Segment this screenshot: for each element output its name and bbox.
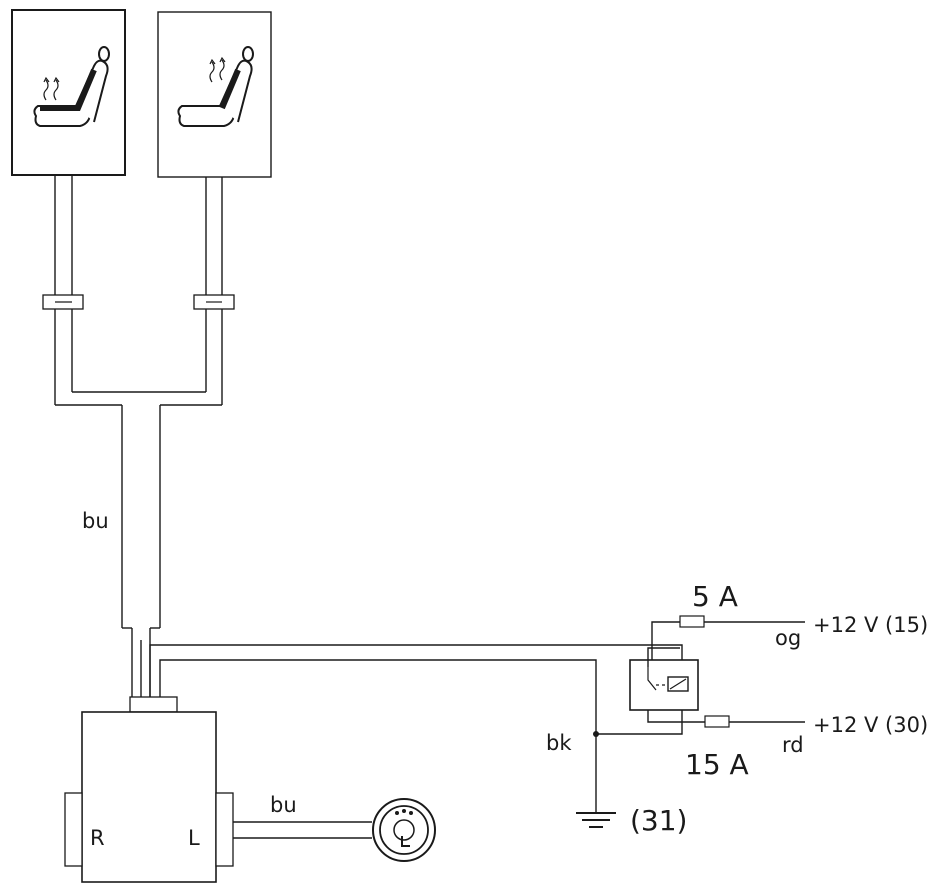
wire-label-bk: bk [546, 731, 572, 755]
seat-cable-harness [54, 175, 223, 698]
control-unit-label-l: L [188, 826, 200, 850]
ground-line [593, 710, 683, 737]
control-unit [64, 696, 234, 883]
control-knob-icon [372, 798, 436, 862]
fuse-15a-line [647, 710, 805, 728]
knob-cable [233, 821, 372, 839]
control-unit-label-r: R [90, 826, 105, 850]
wire-label-rd: rd [782, 733, 804, 757]
connector-left [42, 294, 84, 310]
seat-heater-icon [33, 46, 110, 127]
relay-feed-wires [149, 644, 683, 812]
fuse-label-5a: 5 A [692, 580, 738, 613]
supply-label-15: +12 V (15) [813, 613, 928, 637]
seat-heater-right-module [157, 11, 272, 178]
seat-heater-icon [177, 46, 254, 127]
supply-label-30: +12 V (30) [813, 713, 928, 737]
ground-icon [576, 812, 616, 828]
fuse-label-15a: 15 A [685, 748, 749, 781]
ground-label-31: (31) [630, 804, 687, 837]
relay-icon [629, 659, 699, 711]
fuse-5a-line [647, 615, 805, 667]
wire-label-bu-side: bu [270, 793, 297, 817]
seat-heater-left-module [11, 9, 126, 176]
connector-right [193, 294, 235, 310]
wire-label-bu-main: bu [82, 509, 109, 533]
wire-label-og: og [775, 626, 801, 650]
